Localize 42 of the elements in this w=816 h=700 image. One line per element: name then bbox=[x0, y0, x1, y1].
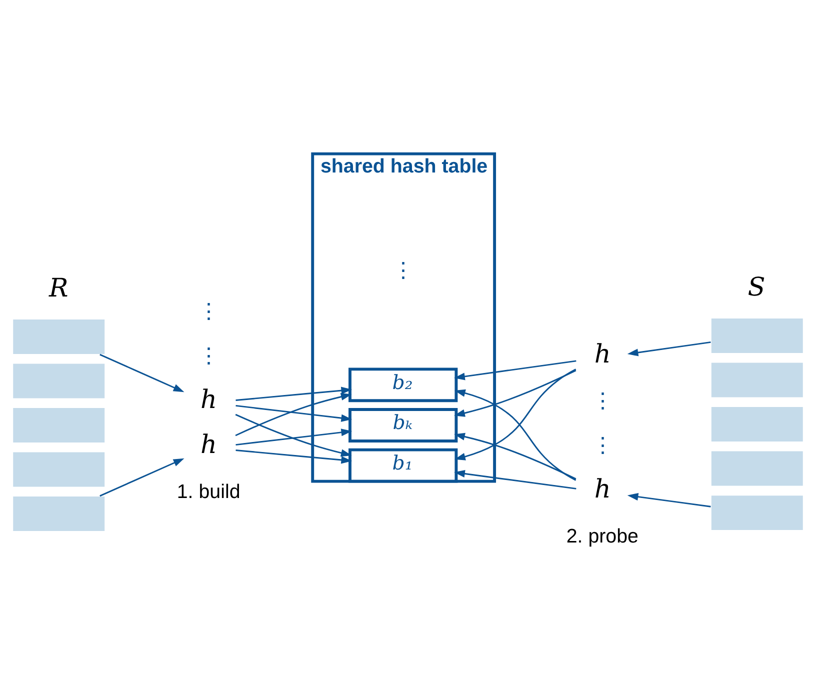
node-box: bₖ bbox=[348, 408, 458, 442]
arrow bbox=[236, 428, 352, 446]
node-box bbox=[12, 495, 106, 532]
node-box bbox=[710, 361, 804, 398]
arrow bbox=[454, 469, 576, 489]
label: R bbox=[49, 273, 68, 304]
node-box bbox=[710, 494, 804, 530]
arrow bbox=[236, 386, 352, 400]
arrow bbox=[627, 492, 711, 507]
label: 2. probe bbox=[566, 524, 638, 547]
arrow bbox=[454, 368, 576, 460]
label: ⋮ bbox=[198, 298, 220, 324]
node-box: b₂ bbox=[348, 367, 458, 402]
arrow bbox=[454, 360, 576, 380]
arrow bbox=[627, 340, 711, 356]
arrow bbox=[235, 413, 352, 456]
node-box: b₁ bbox=[348, 448, 458, 482]
node-text: h bbox=[594, 474, 611, 504]
node-box bbox=[12, 450, 106, 488]
node-text: h bbox=[594, 339, 611, 370]
label: S bbox=[748, 272, 766, 302]
label: ⋮ bbox=[592, 388, 614, 413]
arrow bbox=[236, 449, 352, 464]
node-box bbox=[12, 362, 106, 399]
arrow bbox=[236, 404, 352, 422]
arrow bbox=[235, 392, 352, 436]
arrow bbox=[454, 369, 576, 416]
arrow bbox=[454, 432, 576, 480]
label: ⋮ bbox=[392, 256, 414, 282]
arrow bbox=[454, 388, 576, 480]
arrow bbox=[100, 458, 184, 496]
node-box bbox=[12, 406, 106, 443]
node-text: h bbox=[200, 430, 217, 460]
node-box bbox=[710, 450, 804, 486]
arrow bbox=[100, 353, 184, 392]
node-box bbox=[12, 318, 106, 354]
node-box bbox=[710, 317, 804, 354]
label: ⋮ bbox=[198, 342, 220, 368]
node-box bbox=[710, 406, 804, 442]
label: 1. build bbox=[176, 480, 240, 503]
label: ⋮ bbox=[592, 432, 614, 457]
node-text: h bbox=[200, 384, 217, 414]
